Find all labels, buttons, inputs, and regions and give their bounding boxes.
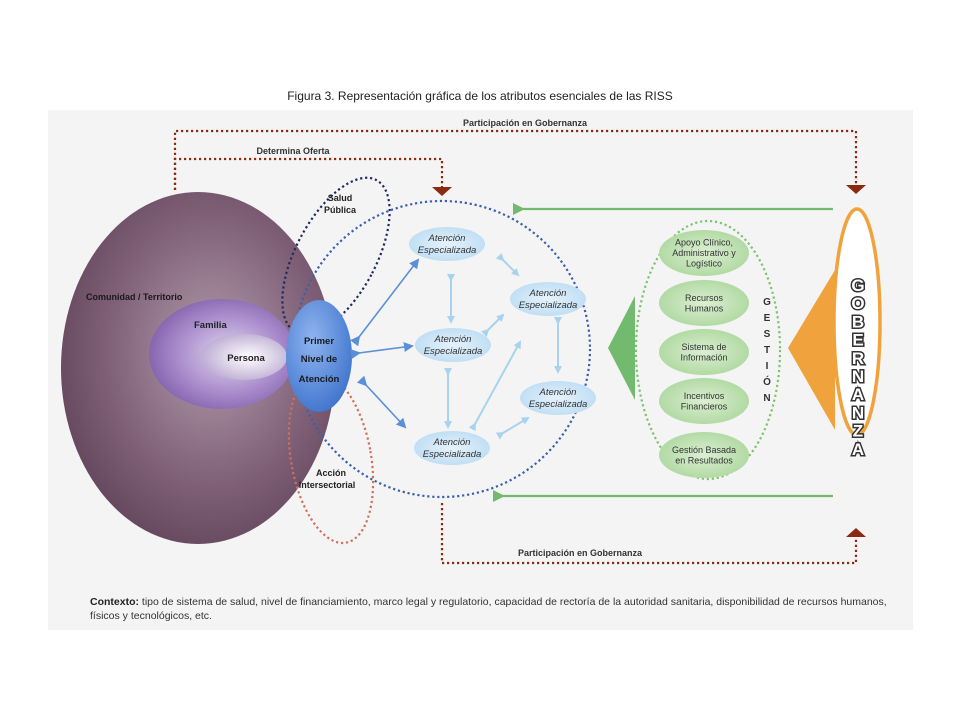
atencion-node-shape [409,227,485,261]
gestion-item-shape [659,329,749,375]
participacion-top-label: Participación en Gobernanza [463,118,588,128]
persona-ellipse [201,334,287,380]
gobernanza-letter: O [851,294,864,313]
gestion-letter: I [766,361,769,372]
gestion-item-label: Recursos [685,293,724,303]
gestion-item-shape [659,378,749,424]
participacion-top-connector [173,129,866,194]
gestion-item-label: Logístico [686,259,722,269]
primer-nivel-label-1: Primer [304,336,334,347]
atencion-node-label-1: Atención [433,437,471,448]
accion-intersectorial-label-1: Acción [316,468,346,478]
gestion-letter: Ó [763,375,771,388]
gestion-item-shape [659,230,749,276]
gestion-letter: E [764,313,771,324]
gobernanza-letter: N [852,367,864,386]
gestion-item-label: Sistema de [681,342,726,352]
gestion-item-label: Financieros [681,401,728,411]
atencion-node-label-2: Especializada [423,449,482,460]
determina-oferta-connector [173,157,452,196]
contexto-text: tipo de sistema de salud, nivel de finan… [90,596,887,622]
primer-nivel-arrows [350,258,420,429]
gobernanza-letter: R [852,349,864,368]
gobernanza-letter: A [852,385,864,404]
gestion-letter: N [763,393,770,404]
gestion-item-label: Gestión Basada [672,445,736,455]
gobernanza-letter: B [852,312,864,331]
gestion-item-shape [659,432,749,478]
gobernanza-letter: A [852,440,864,459]
gestion-item-label: Incentivos [684,391,725,401]
atencion-node-label-1: Atención [434,334,472,345]
gobernanza-letter: G [851,276,864,295]
familia-label: Familia [194,320,227,331]
determina-oferta-label: Determina Oferta [256,146,330,156]
red-servicios-circle [292,199,592,499]
atencion-node-shape [414,431,490,465]
primer-nivel-label-3: Atención [299,374,340,385]
gestion-letter: G [763,297,771,308]
atencion-node-shape [520,381,596,415]
atencion-node-label-2: Especializada [418,245,477,256]
accion-intersectorial-label-2: Intersectorial [299,480,356,490]
gestion-item-label: Humanos [685,303,724,313]
atencion-node-label-2: Especializada [519,300,578,311]
primer-nivel-ellipse [286,300,352,412]
atencion-node-label-2: Especializada [529,399,588,410]
atencion-node-label-1: Atención [428,233,466,244]
green-feedback-arrows [493,203,833,502]
gestion-item-label: Apoyo Clínico, [675,238,733,248]
gobernanza-letter: N [852,403,864,422]
gestion-letter: T [764,345,770,356]
persona-label: Persona [227,353,265,364]
gestion-pointer [608,296,635,400]
atencion-node-shape [415,328,491,362]
atencion-node-label-1: Atención [529,288,567,299]
primer-nivel-label-2: Nivel de [301,354,337,365]
salud-publica-label-2: Pública [324,205,357,215]
atencion-node-shape [510,282,586,316]
gestion-item-label: en Resultados [675,455,733,465]
gestion-ellipse [634,219,782,481]
gobernanza-letter: Z [853,422,863,441]
gestion-items: Apoyo Clínico,Administrativo yLogísticoR… [659,230,749,478]
atencion-especializada-nodes: AtenciónEspecializadaAtenciónEspecializa… [409,227,596,465]
gobernanza-ellipse [832,207,882,437]
gestion-item-label: Información [680,352,727,362]
atencion-node-label-2: Especializada [424,346,483,357]
figure-caption: Figura 3. Representación gráfica de los … [287,89,673,103]
gobernanza-pointer [788,270,835,430]
atencion-arrows [444,252,562,440]
salud-publica-label-1: Salud [328,193,353,203]
riss-diagram: Participación en Gobernanza Determina Of… [61,118,882,565]
participacion-bottom-label: Participación en Gobernanza [518,548,643,558]
comunidad-label: Comunidad / Territorio [86,292,183,302]
riss-figure: Participación en Gobernanza Determina Of… [48,110,913,630]
contexto-note: Contexto: tipo de sistema de salud, nive… [90,595,890,623]
contexto-label: Contexto: [90,596,139,608]
gobernanza-letter: E [852,331,863,350]
gestion-item-label: Administrativo y [672,248,736,258]
participacion-bottom-connector [440,503,866,565]
gestion-item-shape [659,280,749,326]
gestion-letter: S [764,329,771,340]
atencion-node-label-1: Atención [539,387,577,398]
